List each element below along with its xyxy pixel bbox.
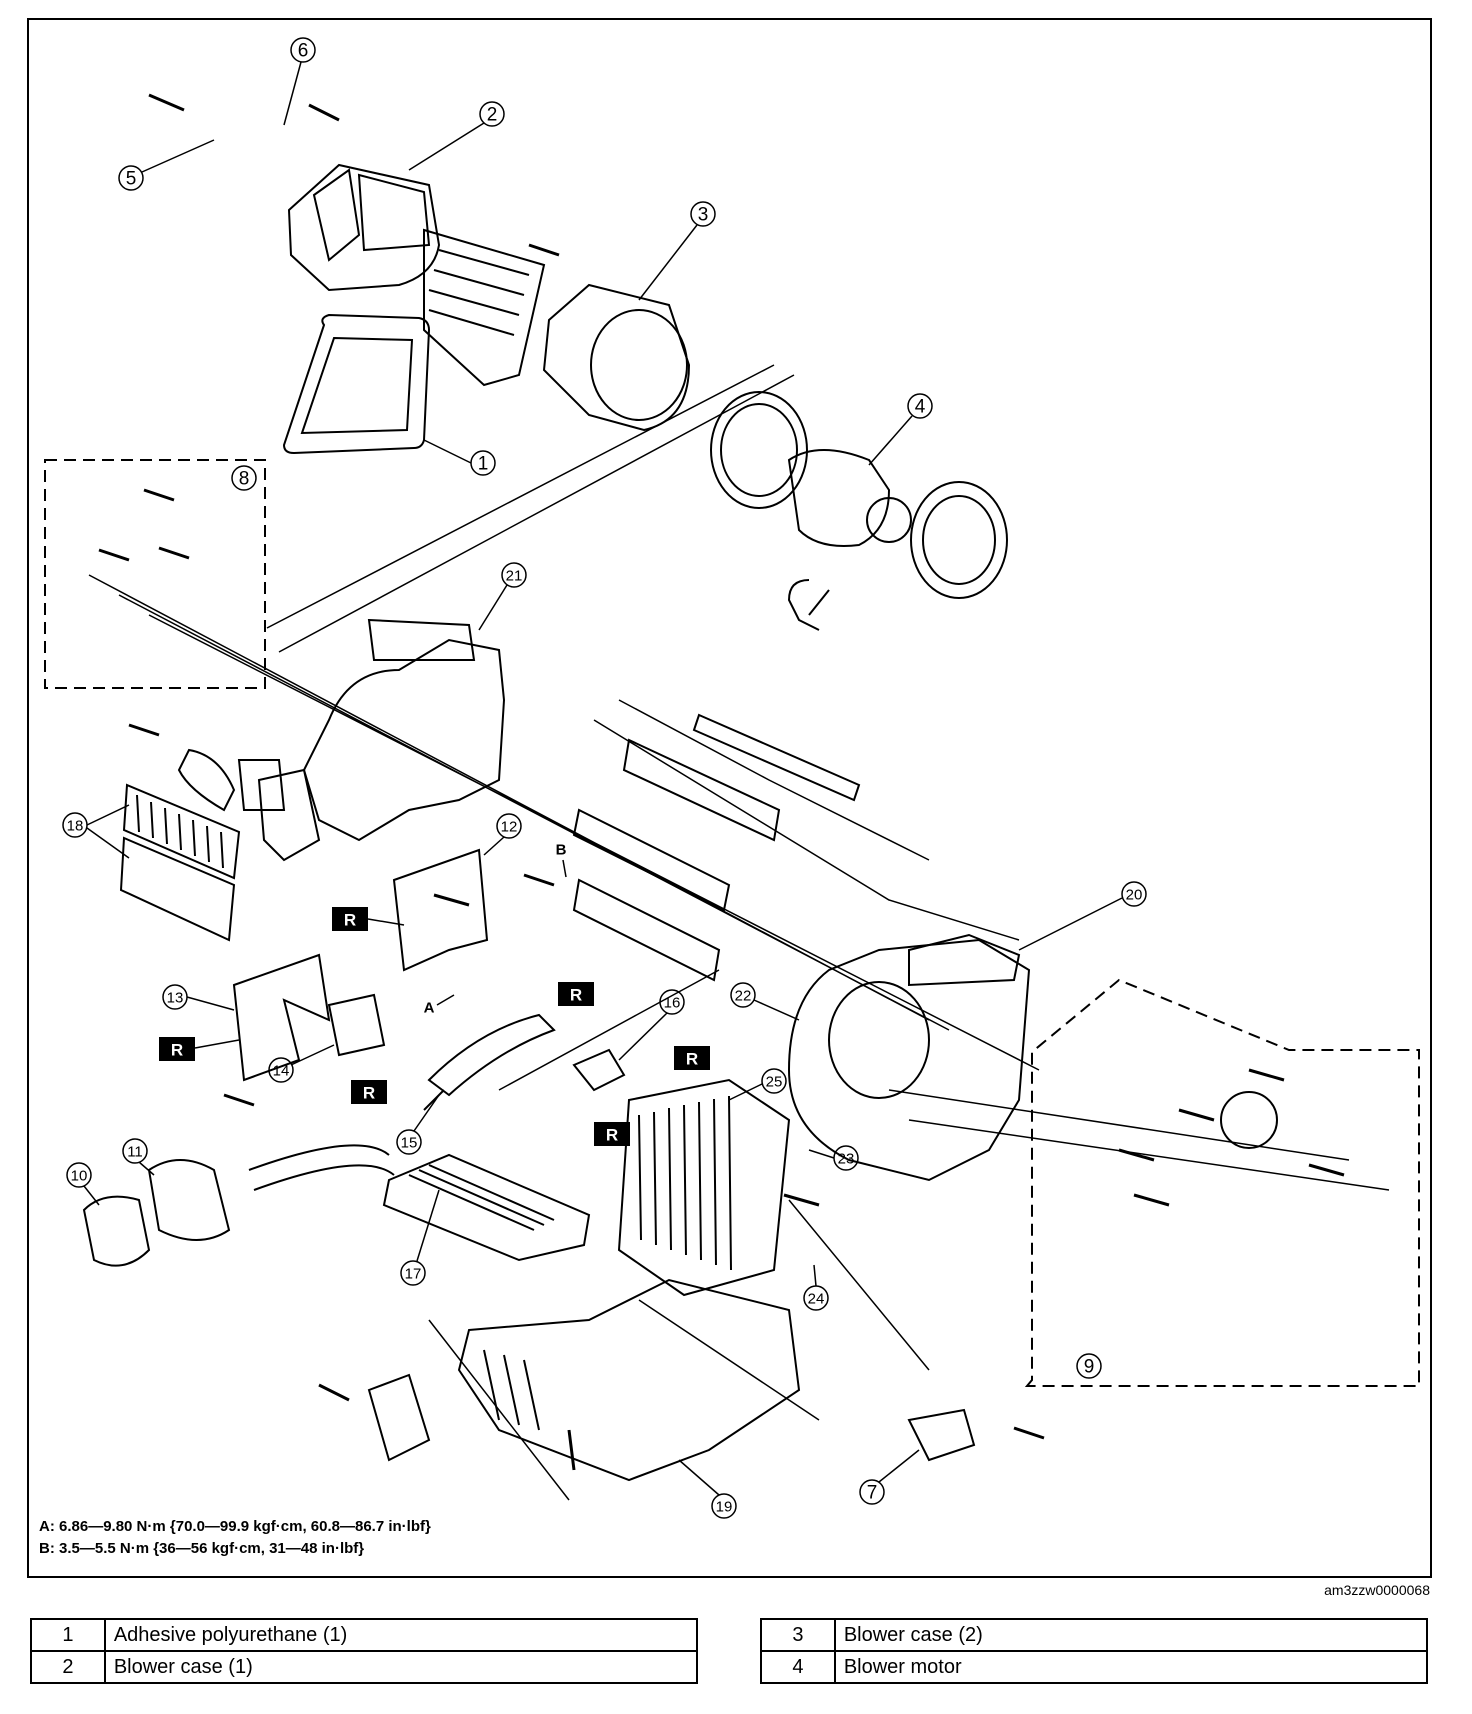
r-marker-15b: R xyxy=(606,1126,618,1145)
diagram-frame: 1 2 3 4 5 6 7 8 9 10 11 12 13 14 15 16 1… xyxy=(27,18,1432,1578)
r-marker-16: R xyxy=(686,1050,698,1069)
callout-13: 13 xyxy=(167,990,184,1007)
callout-21: 21 xyxy=(506,568,523,585)
part-number: 3 xyxy=(760,1618,836,1652)
callout-3: 3 xyxy=(698,205,709,226)
callout-18: 18 xyxy=(67,818,84,835)
part-2-blower-case xyxy=(287,163,441,292)
callout-6: 6 xyxy=(298,41,309,62)
part-19-lower-case xyxy=(457,1278,801,1482)
callout-17: 17 xyxy=(405,1266,422,1283)
callout-15: 15 xyxy=(401,1135,418,1152)
part-20-main-housing xyxy=(787,938,1031,1182)
part-name: Blower case (2) xyxy=(833,1618,1429,1652)
part-13-pad xyxy=(232,953,331,1082)
r-marker-15a: R xyxy=(570,986,582,1005)
detail-box-8 xyxy=(44,459,266,689)
table-row: 1 Adhesive polyurethane (1) xyxy=(30,1618,699,1652)
r-marker-14: R xyxy=(363,1084,375,1103)
image-code: am3zzw0000068 xyxy=(1324,1582,1430,1598)
part-21-housing xyxy=(302,638,506,842)
torque-marker-a: A xyxy=(424,1000,435,1017)
part-4-blower-motor xyxy=(787,449,891,547)
part-11-plate xyxy=(147,1159,231,1241)
part-name: Adhesive polyurethane (1) xyxy=(103,1618,699,1652)
callout-20: 20 xyxy=(1126,887,1143,904)
exploded-parts-diagram: 1 2 3 4 5 6 7 8 9 10 11 12 13 14 15 16 1… xyxy=(44,37,1420,1519)
callout-10: 10 xyxy=(71,1168,88,1185)
replace-markers: R R R R R R A B xyxy=(159,842,710,1146)
torque-spec-b: B: 3.5—5.5 N·m {36—56 kgf·cm, 31—48 in·l… xyxy=(39,1540,365,1557)
part-14-pad xyxy=(327,993,386,1057)
r-marker-13: R xyxy=(171,1041,183,1060)
callout-4: 4 xyxy=(915,397,926,418)
part-3-blower-case xyxy=(542,283,691,432)
parts-table-left: 1 Adhesive polyurethane (1) 2 Blower cas… xyxy=(30,1618,699,1684)
callout-12: 12 xyxy=(501,819,518,836)
callout-11: 11 xyxy=(127,1144,143,1161)
torque-spec-a: A: 6.86—9.80 N·m {70.0—99.9 kgf·cm, 60.8… xyxy=(39,1518,431,1535)
bracket-lower-left xyxy=(367,1373,431,1462)
table-row: 3 Blower case (2) xyxy=(760,1618,1429,1652)
callout-22: 22 xyxy=(735,988,752,1005)
part-name: Blower motor xyxy=(833,1650,1429,1684)
callout-9: 9 xyxy=(1084,1357,1095,1378)
r-marker-12: R xyxy=(344,911,356,930)
callout-7: 7 xyxy=(867,1483,878,1504)
damper-doors xyxy=(572,713,861,982)
blower-ring xyxy=(710,391,808,509)
callout-19: 19 xyxy=(716,1499,733,1516)
callout-16: 16 xyxy=(664,995,681,1012)
callout-14: 14 xyxy=(273,1063,290,1080)
parts-table-right: 3 Blower case (2) 4 Blower motor xyxy=(760,1618,1429,1684)
callouts xyxy=(62,37,1147,1519)
table-row: 2 Blower case (1) xyxy=(30,1650,699,1684)
guide-lines xyxy=(88,364,1390,1501)
table-row: 4 Blower motor xyxy=(760,1650,1429,1684)
part-grille xyxy=(423,228,546,387)
part-15-pipes xyxy=(423,1013,556,1111)
part-10-plate xyxy=(82,1195,151,1267)
part-16-bracket xyxy=(572,1048,626,1092)
part-number: 4 xyxy=(760,1650,836,1684)
callout-5: 5 xyxy=(126,169,137,190)
part-25-evaporator xyxy=(617,1078,791,1297)
part-number: 1 xyxy=(30,1618,106,1652)
part-1-adhesive-frame xyxy=(282,313,431,455)
part-number: 2 xyxy=(30,1650,106,1684)
callout-23: 23 xyxy=(838,1151,855,1168)
callout-2: 2 xyxy=(487,105,498,126)
part-18-filters xyxy=(119,783,241,942)
part-name: Blower case (1) xyxy=(103,1650,699,1684)
torque-marker-b: B xyxy=(556,842,567,859)
screws xyxy=(98,93,1345,1471)
part-9-actuator-disc xyxy=(1220,1091,1278,1149)
part-7-sensor xyxy=(907,1408,976,1462)
side-plates xyxy=(177,748,321,862)
part-12-pad xyxy=(392,848,489,972)
callout-1: 1 xyxy=(478,454,489,475)
detail-box-9 xyxy=(1024,978,1420,1387)
callout-25: 25 xyxy=(766,1074,783,1091)
callout-24: 24 xyxy=(808,1291,825,1308)
callout-8: 8 xyxy=(239,469,250,490)
part-17-heater-core xyxy=(382,1153,591,1262)
